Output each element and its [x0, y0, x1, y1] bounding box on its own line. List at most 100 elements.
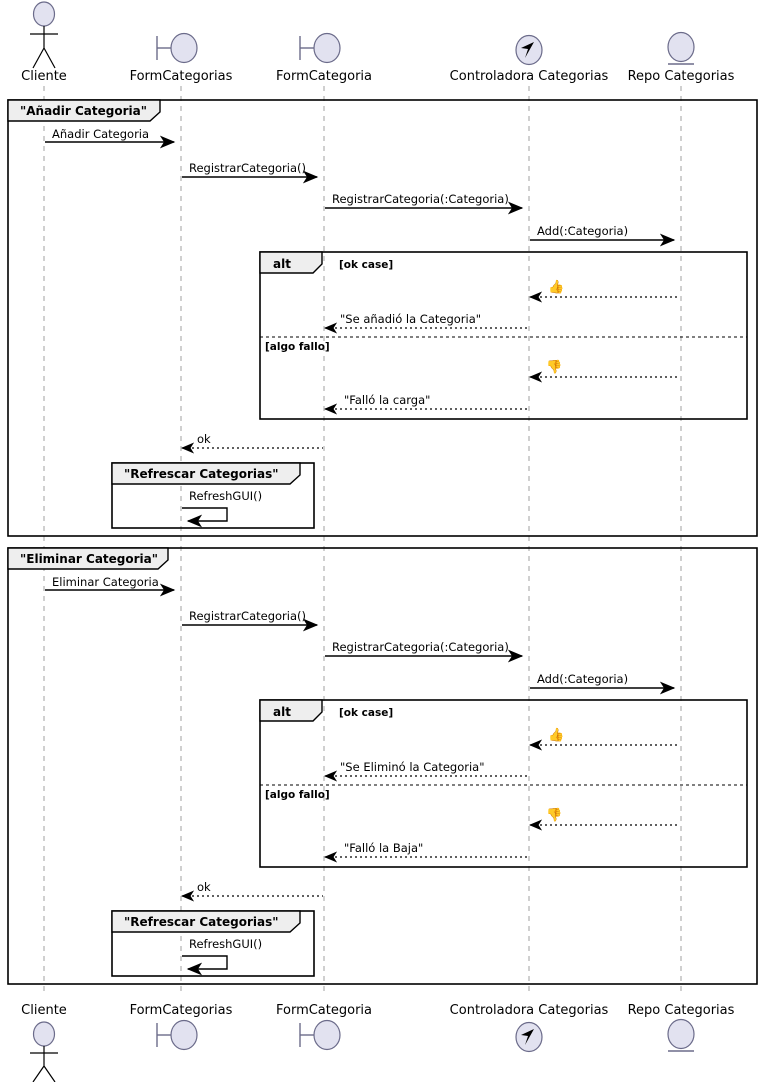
message-return-fail-anadir[interactable]: 👎 [528, 359, 680, 383]
thumbs-up-icon: 👍 [548, 279, 564, 295]
message-label: "Falló la Baja" [344, 841, 423, 855]
boundary-icon [313, 32, 341, 64]
message-label: Add(:Categoria) [537, 224, 628, 238]
lifeline-label-formcategorias: FormCategorias [130, 69, 233, 84]
self-message-arrow [182, 955, 228, 976]
message-label: ok [197, 432, 211, 446]
message-registrarcategoria-param[interactable]: RegistrarCategoria(:Categoria) [325, 192, 524, 215]
message-label: RegistrarCategoria(:Categoria) [332, 192, 509, 206]
entity-icon [667, 31, 695, 63]
lifeline-head-controladora[interactable]: Controladora Categorias [450, 34, 609, 85]
alt-fragment-title: alt [273, 257, 291, 271]
actor-body-icon [30, 1046, 58, 1082]
message-label: RegistrarCategoria(:Categoria) [332, 640, 509, 654]
lifeline-label-cliente: Cliente [21, 69, 67, 84]
message-label: ok [197, 880, 211, 894]
alt-guard-ok: [ok case] [339, 707, 393, 719]
message-label: Eliminar Categoria [52, 575, 159, 589]
fragment-eliminar-categoria[interactable]: "Eliminar Categoria" Eliminar Categoria … [7, 547, 758, 985]
ref-fragment-refrescar-anadir[interactable]: "Refrescar Categorias" RefreshGUI() [111, 462, 315, 529]
message-eliminar-categoria[interactable]: Eliminar Categoria [45, 575, 176, 597]
message-label: RegistrarCategoria() [189, 609, 306, 623]
message-label: RegistrarCategoria() [189, 161, 306, 175]
alt-fragment-header [259, 699, 323, 722]
lifeline-label-formcategorias-bottom: FormCategorias [130, 1003, 233, 1018]
ref-fragment-header [111, 910, 301, 933]
lifeline-head-formcategorias[interactable]: FormCategorias [130, 32, 233, 85]
lifeline-label-formcategoria: FormCategoria [276, 69, 372, 84]
alt-fragment-header [259, 251, 323, 274]
alt-fragment-anadir[interactable]: alt [ok case] 👍 "Se añadió la Categoria"… [259, 251, 748, 420]
lifeline-heads-top: Cliente FormCategorias FormCategoria Con… [21, 1, 735, 85]
thumbs-down-icon: 👎 [546, 807, 562, 823]
lifeline-label-formcategoria-bottom: FormCategoria [276, 1003, 372, 1018]
ref-fragment-refrescar-eliminar[interactable]: "Refrescar Categorias" RefreshGUI() [111, 910, 315, 977]
lifeline-foot-cliente[interactable]: Cliente [21, 1003, 67, 1082]
boundary-icon [313, 1019, 341, 1051]
alt-fragment-box [259, 251, 748, 420]
boundary-icon [170, 1019, 198, 1051]
message-label: Añadir Categoria [52, 127, 149, 141]
message-label: Add(:Categoria) [537, 672, 628, 686]
fragment-eliminar-header [7, 547, 169, 570]
control-arrow-icon [521, 42, 534, 58]
message-fallo-la-baja[interactable]: "Falló la Baja" [323, 841, 528, 863]
self-message-label: RefreshGUI() [189, 489, 262, 503]
lifeline-foot-formcategorias[interactable]: FormCategorias [130, 1003, 233, 1051]
alt-guard-fail: [algo fallo] [265, 789, 330, 801]
lifeline-head-repo[interactable]: Repo Categorias [628, 31, 735, 85]
message-ok-eliminar[interactable]: ok [180, 880, 323, 902]
self-message-refreshgui-anadir[interactable]: RefreshGUI() [182, 489, 262, 528]
lifeline-label-repo: Repo Categorias [628, 69, 735, 84]
message-anadir-categoria[interactable]: Añadir Categoria [45, 127, 176, 149]
actor-body-icon [30, 26, 58, 69]
fragment-eliminar-box [7, 547, 758, 985]
self-message-label: RefreshGUI() [189, 937, 262, 951]
alt-fragment-eliminar[interactable]: alt [ok case] 👍 "Se Eliminó la Categoria… [259, 699, 748, 868]
alt-guard-fail: [algo fallo] [265, 341, 330, 353]
fragment-anadir-header [7, 99, 161, 122]
lifeline-label-cliente-bottom: Cliente [21, 1003, 67, 1018]
lifeline-dashes [43, 86, 682, 992]
self-message-arrow [182, 507, 228, 528]
message-se-anadio[interactable]: "Se añadió la Categoria" [323, 312, 528, 334]
message-return-ok-eliminar[interactable]: 👍 [528, 727, 680, 751]
alt-fragment-title: alt [273, 705, 291, 719]
message-se-elimino[interactable]: "Se Eliminó la Categoria" [323, 760, 528, 782]
actor-icon [32, 1021, 56, 1047]
control-arrow-icon [521, 1029, 534, 1045]
message-add-categoria-2[interactable]: Add(:Categoria) [530, 672, 676, 695]
message-label: "Se añadió la Categoria" [340, 312, 481, 326]
lifeline-foot-repo[interactable]: Repo Categorias [628, 1003, 735, 1052]
actor-icon [32, 1, 56, 27]
fragment-anadir-categoria[interactable]: "Añadir Categoria" Añadir Categoria Regi… [7, 99, 758, 537]
message-label: "Se Eliminó la Categoria" [340, 760, 485, 774]
message-add-categoria[interactable]: Add(:Categoria) [530, 224, 676, 247]
fragment-eliminar-title: "Eliminar Categoria" [20, 552, 158, 566]
message-ok-anadir[interactable]: ok [180, 432, 323, 454]
message-registrarcategoria-2[interactable]: RegistrarCategoria() [182, 609, 319, 632]
entity-icon [667, 1018, 695, 1050]
ref-fragment-header [111, 462, 301, 485]
lifeline-foot-formcategoria[interactable]: FormCategoria [276, 1003, 372, 1051]
message-return-fail-eliminar[interactable]: 👎 [528, 807, 680, 831]
lifeline-label-controladora-bottom: Controladora Categorias [450, 1003, 609, 1018]
lifeline-foot-controladora[interactable]: Controladora Categorias [450, 1003, 609, 1053]
lifeline-head-formcategoria[interactable]: FormCategoria [276, 32, 372, 85]
message-return-ok-anadir[interactable]: 👍 [528, 279, 680, 303]
lifeline-label-repo-bottom: Repo Categorias [628, 1003, 735, 1018]
message-registrarcategoria[interactable]: RegistrarCategoria() [182, 161, 319, 184]
message-registrarcategoria-param-2[interactable]: RegistrarCategoria(:Categoria) [325, 640, 524, 663]
message-fallo-la-carga[interactable]: "Falló la carga" [323, 393, 528, 415]
alt-fragment-box [259, 699, 748, 868]
self-message-refreshgui-eliminar[interactable]: RefreshGUI() [182, 937, 262, 976]
alt-guard-ok: [ok case] [339, 259, 393, 271]
thumbs-up-icon: 👍 [548, 727, 564, 743]
lifeline-head-cliente[interactable]: Cliente [21, 1, 67, 84]
thumbs-down-icon: 👎 [546, 359, 562, 375]
fragment-anadir-title: "Añadir Categoria" [20, 104, 147, 118]
ref-fragment-title: "Refrescar Categorias" [124, 915, 279, 929]
ref-fragment-title: "Refrescar Categorias" [124, 467, 279, 481]
lifeline-label-controladora: Controladora Categorias [450, 69, 609, 84]
